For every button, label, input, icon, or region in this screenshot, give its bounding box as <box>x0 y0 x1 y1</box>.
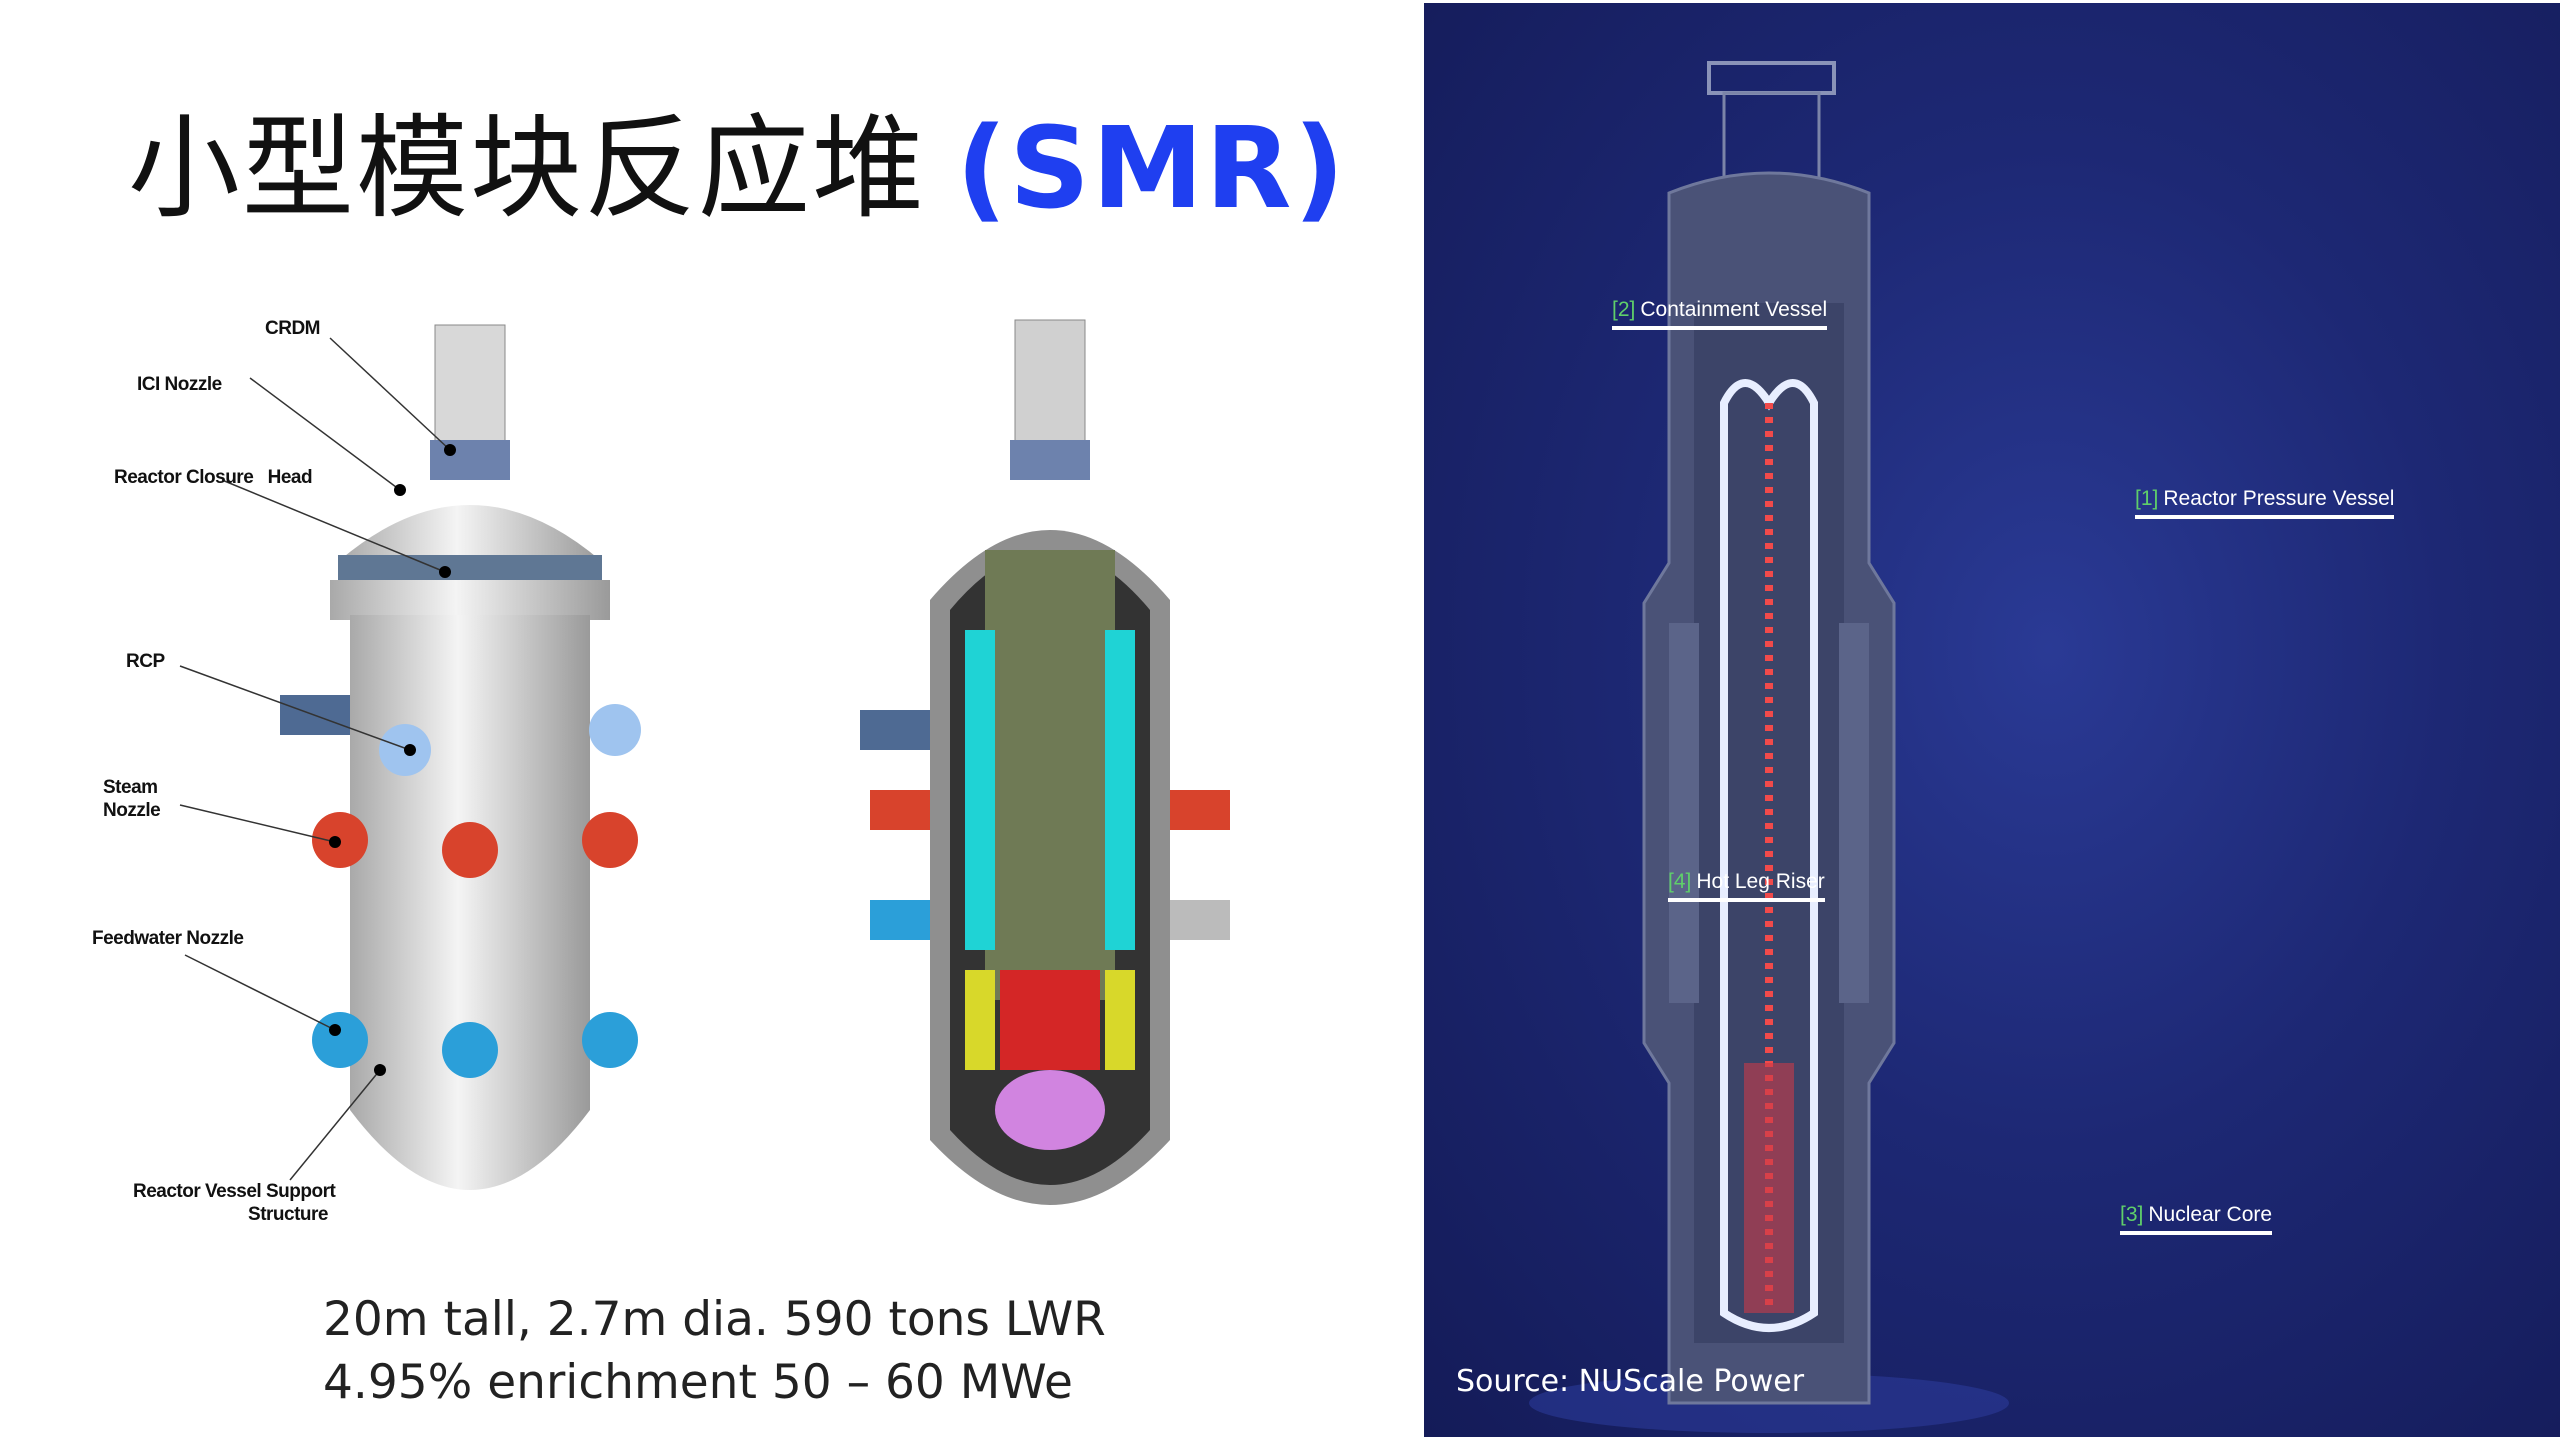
label-number: [4] <box>1668 870 1692 893</box>
nuscale-module-illustration <box>1529 61 2009 1433</box>
caption-line-1: 20m tall, 2.7m dia. 590 tons LWR <box>323 1292 1106 1347</box>
label-text: Reactor Pressure Vessel <box>2163 487 2395 510</box>
label-crdm: CRDM <box>265 318 321 339</box>
label-vessel-support-line1: Reactor Vessel Support <box>133 1181 336 1202</box>
label-ici-nozzle: ICI Nozzle <box>137 374 222 395</box>
caption-line-2: 4.95% enrichment 50 – 60 MWe <box>323 1355 1073 1410</box>
label-reactor-closure-head: Reactor Closure Head <box>114 467 313 488</box>
label-reactor-pressure-vessel: [1]Reactor Pressure Vessel <box>2135 487 2395 519</box>
label-text: Containment Vessel <box>1640 298 1828 321</box>
label-steam-nozzle-line1: Steam <box>103 777 158 798</box>
label-vessel-support-line2: Structure <box>248 1204 328 1225</box>
label-number: [1] <box>2135 487 2159 510</box>
label-feedwater-nozzle: Feedwater Nozzle <box>92 928 244 949</box>
callout-leader-lines <box>179 337 456 1181</box>
label-containment-vessel: [2]Containment Vessel <box>1612 298 1828 330</box>
label-nuclear-core: [3]Nuclear Core <box>2120 1203 2273 1235</box>
label-number: [2] <box>1612 298 1636 321</box>
nuscale-module-panel: [2]Containment Vessel [1]Reactor Pressur… <box>1424 3 2560 1437</box>
slide-title: 小型模块反应堆(SMR) <box>128 78 1347 240</box>
title-chinese: 小型模块反应堆 <box>128 104 926 234</box>
title-acronym: (SMR) <box>956 104 1347 234</box>
label-text: Hot Leg Riser <box>1696 870 1825 893</box>
label-rcp: RCP <box>126 651 165 672</box>
label-hot-leg-riser: [4]Hot Leg Riser <box>1668 870 1825 902</box>
reactor-vessel-cutaway-illustration <box>860 319 1230 1205</box>
label-steam-nozzle-line2: Nozzle <box>103 800 161 821</box>
label-text: Nuclear Core <box>2148 1203 2273 1226</box>
label-number: [3] <box>2120 1203 2144 1226</box>
source-credit: Source: NUScale Power <box>1456 1364 1805 1399</box>
